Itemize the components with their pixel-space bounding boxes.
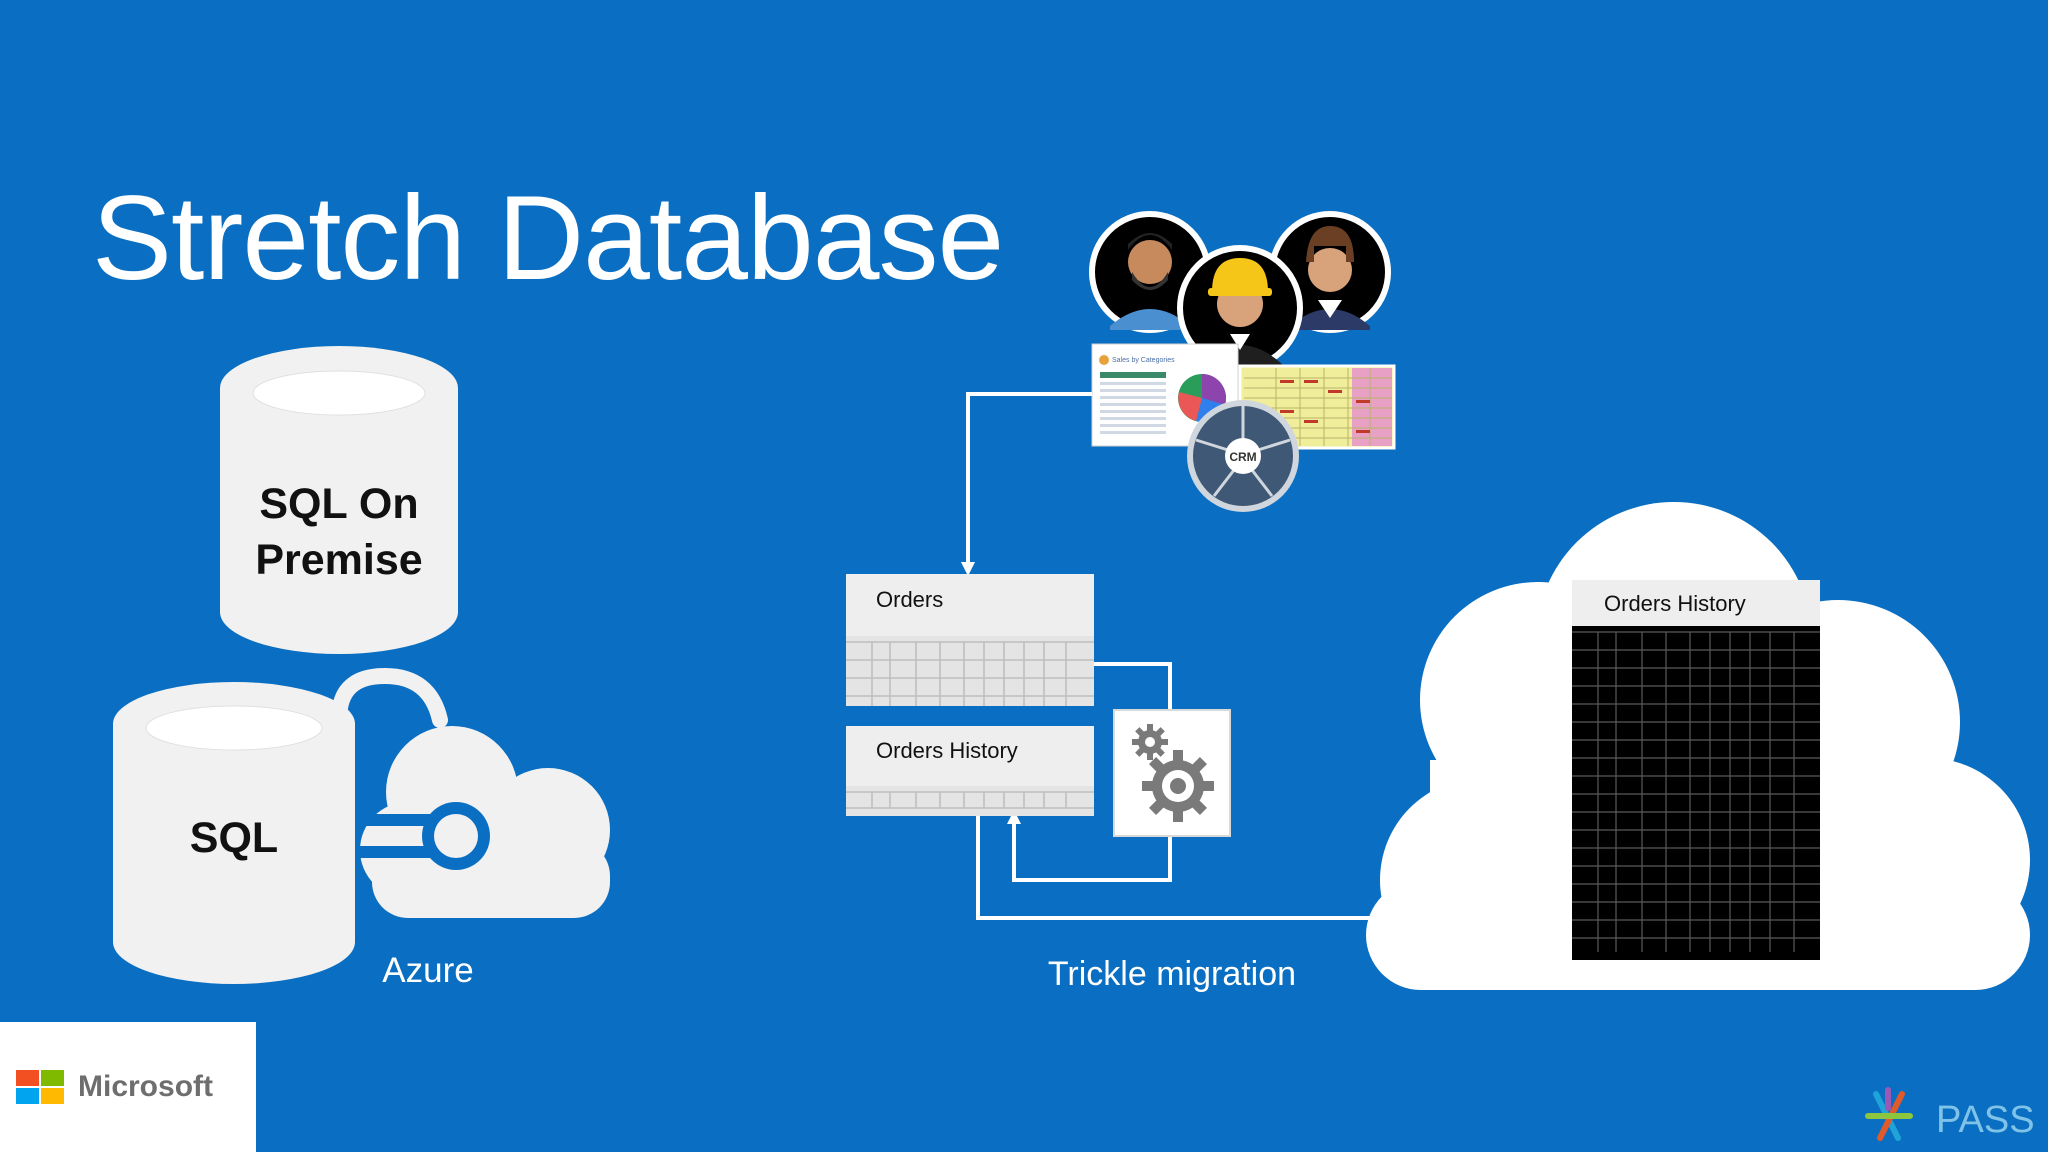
pass-logo: PASS: [1865, 1087, 2035, 1141]
crm-label: CRM: [1229, 450, 1256, 464]
migration-label: Trickle migration: [1048, 955, 1296, 993]
azure-cloud-icon: [332, 667, 610, 918]
on-premise-label-line2: Premise: [255, 536, 422, 584]
azure-label: Azure: [382, 951, 473, 990]
spreadsheet-thumbnail: [1238, 364, 1396, 450]
sales-report-thumbnail: Sales by Categories: [1091, 343, 1239, 447]
slide-title: Stretch Database: [92, 171, 1004, 305]
pass-logo-text: PASS: [1936, 1099, 2035, 1141]
arrow-head: [1007, 810, 1021, 824]
orders-table-label: Orders: [876, 587, 943, 612]
crm-wheel-icon: CRM: [1187, 400, 1299, 512]
cloud-table-label: Orders History: [1604, 591, 1746, 616]
arrow-head: [961, 562, 975, 576]
sql-database-icon: [113, 682, 355, 984]
orders-history-table-label: Orders History: [876, 738, 1018, 763]
microsoft-logo-text: Microsoft: [78, 1070, 213, 1103]
orders-history-table: [846, 726, 1094, 816]
gear-icon: [1113, 709, 1231, 837]
cloud-orders-history-table: [1572, 580, 1820, 960]
sql-label: SQL: [190, 814, 278, 862]
report-chart-title: Sales by Categories: [1112, 357, 1175, 364]
on-premise-label-line1: SQL On: [259, 480, 418, 528]
on-premise-database-icon: [220, 346, 458, 654]
microsoft-logo: Microsoft: [0, 1022, 256, 1152]
data-flow-connectors: [966, 392, 1558, 920]
orders-table: [846, 574, 1094, 706]
